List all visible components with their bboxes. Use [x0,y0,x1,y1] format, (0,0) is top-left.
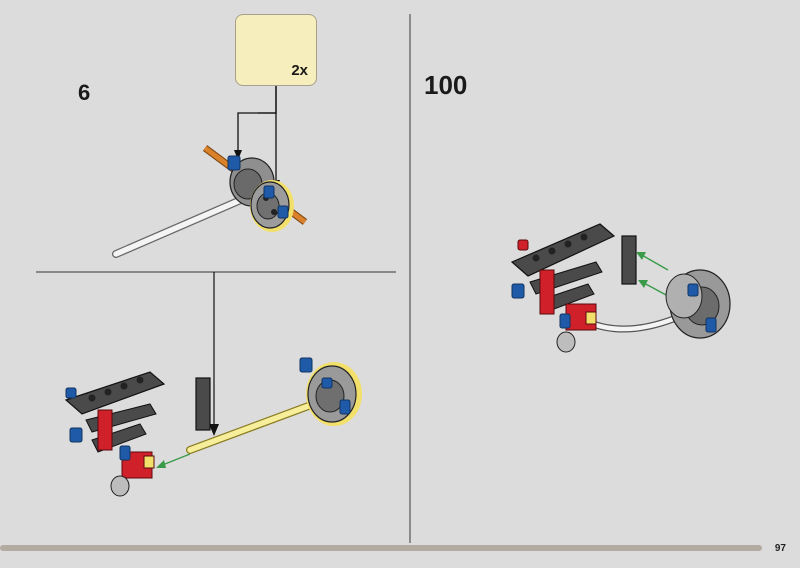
callout-arrows [237,86,277,182]
footer-bar [0,545,762,551]
step-connector-arrow [209,272,219,436]
step-6-main-assembly [64,357,362,497]
part-quantity: 2x [291,62,308,79]
parts-callout-box: 2x [235,14,317,86]
page-number: 97 [774,543,786,554]
step-number-left: 6 [78,80,91,105]
step-number-right: 100 [424,70,468,100]
step-100-assembly [510,223,731,353]
step-6-subassembly [112,145,308,258]
